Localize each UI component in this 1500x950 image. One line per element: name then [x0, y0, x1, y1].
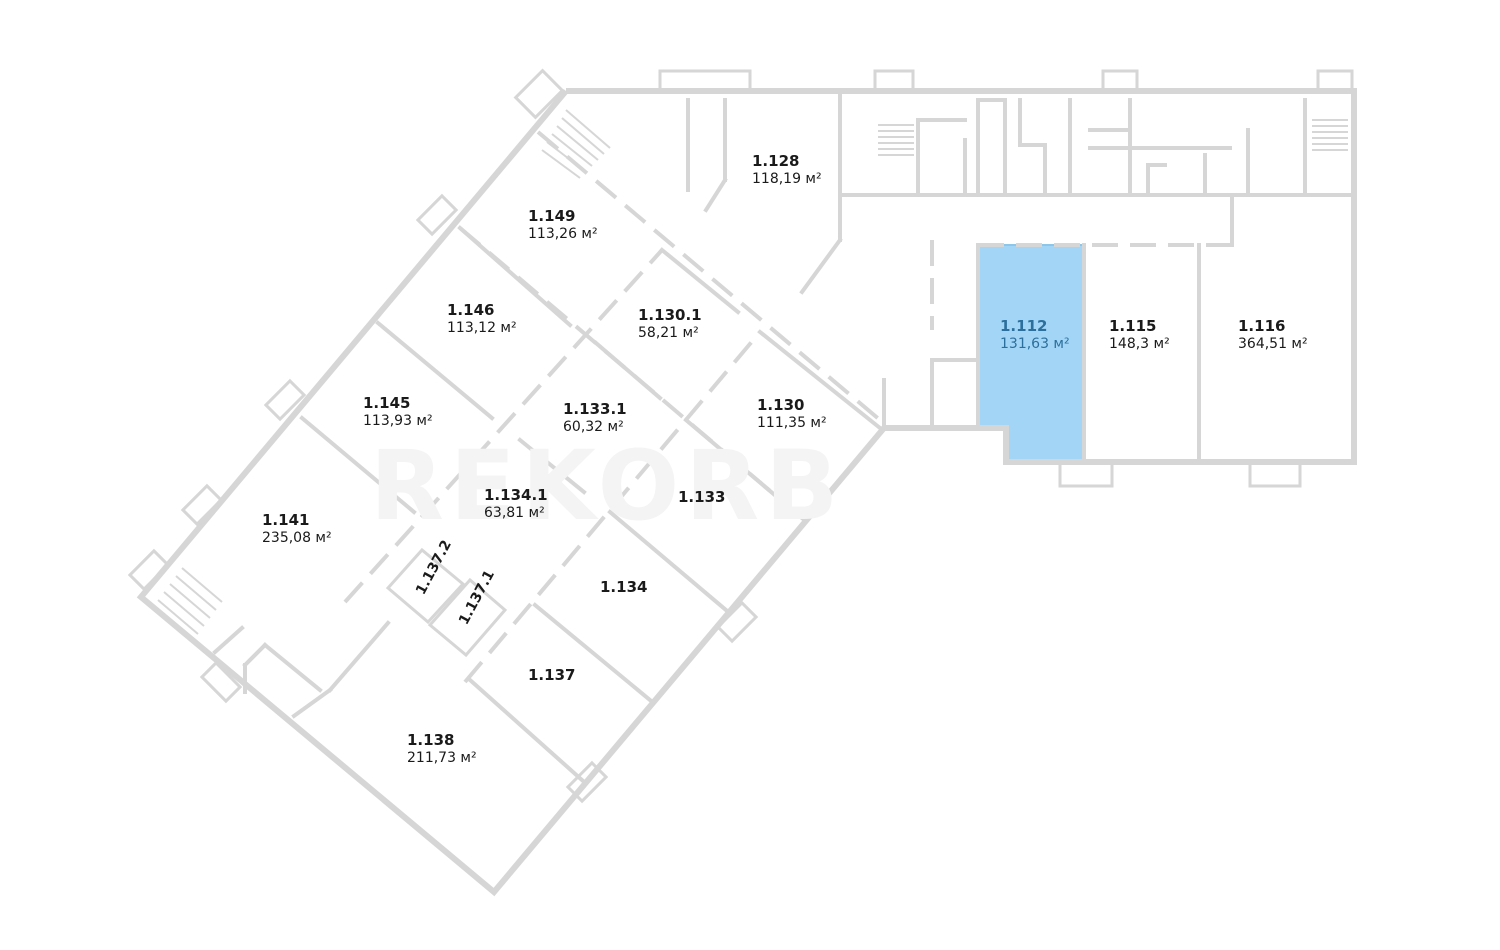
- room-1-137[interactable]: 1.137: [528, 666, 575, 685]
- room-1-128[interactable]: 1.128 118,19 м²: [752, 152, 822, 188]
- room-1-146[interactable]: 1.146 113,12 м²: [447, 301, 517, 337]
- room-area: 60,32 м²: [563, 418, 624, 435]
- stairs-top: [878, 119, 1348, 156]
- room-area: 113,12 м²: [447, 319, 517, 336]
- room-area: 63,81 м²: [484, 504, 545, 521]
- room-area: 211,73 м²: [407, 749, 477, 766]
- room-1-133[interactable]: 1.133: [678, 488, 725, 507]
- outer-walls: [136, 88, 1357, 897]
- room-number: 1.128: [752, 152, 800, 170]
- room-number: 1.138: [407, 731, 455, 749]
- watermark: REKORB: [370, 430, 845, 542]
- room-number: 1.146: [447, 301, 495, 319]
- room-1-115[interactable]: 1.115 148,3 м²: [1109, 317, 1170, 353]
- room-1-130-1[interactable]: 1.130.1 58,21 м²: [638, 306, 702, 342]
- room-1-149[interactable]: 1.149 113,26 м²: [528, 207, 598, 243]
- small-rooms: [385, 547, 508, 658]
- room-number: 1.130: [757, 396, 805, 414]
- room-1-116[interactable]: 1.116 364,51 м²: [1238, 317, 1308, 353]
- room-number: 1.130.1: [638, 306, 702, 324]
- room-number: 1.115: [1109, 317, 1157, 335]
- interior-walls-diagonal: [212, 130, 883, 783]
- room-1-133-1[interactable]: 1.133.1 60,32 м²: [563, 400, 627, 436]
- room-1-130[interactable]: 1.130 111,35 м²: [757, 396, 827, 432]
- room-1-112[interactable]: 1.112 131,63 м²: [1000, 317, 1070, 353]
- interior-walls-right: [686, 89, 1356, 464]
- room-area: 148,3 м²: [1109, 335, 1170, 352]
- room-1-141[interactable]: 1.141 235,08 м²: [262, 511, 332, 547]
- room-number: 1.134.1: [484, 486, 548, 504]
- room-number: 1.133: [678, 488, 726, 506]
- room-1-134[interactable]: 1.134: [600, 578, 647, 597]
- room-area: 364,51 м²: [1238, 335, 1308, 352]
- room-number: 1.149: [528, 207, 576, 225]
- stairs-diagonal: [157, 109, 611, 635]
- room-area: 58,21 м²: [638, 324, 699, 341]
- room-area: 131,63 м²: [1000, 335, 1070, 352]
- room-area: 113,26 м²: [528, 225, 598, 242]
- room-1-138[interactable]: 1.138 211,73 м²: [407, 731, 477, 767]
- room-number: 1.134: [600, 578, 648, 596]
- room-area: 111,35 м²: [757, 414, 827, 431]
- room-area: 118,19 м²: [752, 170, 822, 187]
- room-number: 1.137: [528, 666, 576, 684]
- room-1-134-1[interactable]: 1.134.1 63,81 м²: [484, 486, 548, 522]
- room-area: 113,93 м²: [363, 412, 433, 429]
- room-area: 235,08 м²: [262, 529, 332, 546]
- room-number: 1.116: [1238, 317, 1286, 335]
- room-number: 1.145: [363, 394, 411, 412]
- room-number: 1.112: [1000, 317, 1048, 335]
- room-number: 1.133.1: [563, 400, 627, 418]
- room-number: 1.141: [262, 511, 310, 529]
- room-1-145[interactable]: 1.145 113,93 м²: [363, 394, 433, 430]
